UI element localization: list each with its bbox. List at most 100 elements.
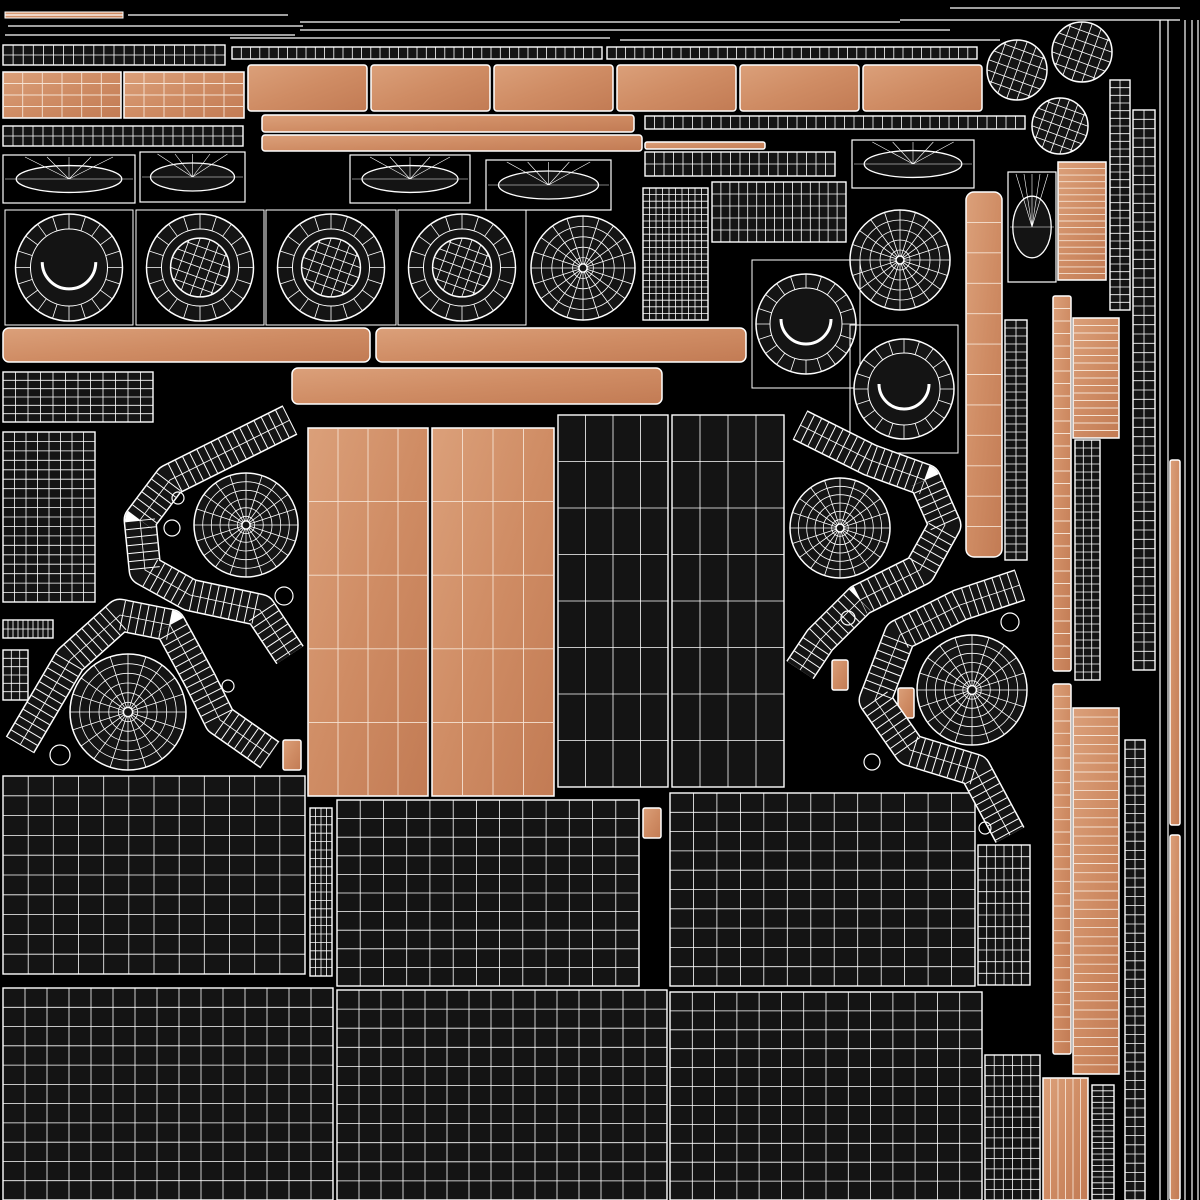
disc-left-2-ring xyxy=(98,682,158,742)
ring-cell-1-box xyxy=(4,209,134,326)
vertical-strip-wood-3 xyxy=(1052,295,1072,672)
vertical-strip-wood-7 xyxy=(1042,1077,1089,1200)
vertical-grid-3 xyxy=(1074,439,1101,681)
edge-lines-right xyxy=(1159,20,1199,1200)
grid-left-4 xyxy=(2,649,29,701)
vase-rim-4-box xyxy=(485,159,612,211)
grid-strip-e-grid xyxy=(654,116,1016,129)
wood-board-a-frame xyxy=(261,114,635,133)
wood-plank-row-4 xyxy=(370,64,491,112)
wood-panel-right-lines xyxy=(433,429,553,795)
vase-rim-vertical-mesh xyxy=(1010,173,1054,228)
small-circle-7 xyxy=(863,753,881,771)
bottom-grid-5 xyxy=(2,987,334,1200)
disc-right-2 xyxy=(916,634,1028,746)
ring-cell-1 xyxy=(4,209,134,326)
vertical-strip-wood-1-lines xyxy=(967,221,1001,528)
small-circle-5 xyxy=(1000,612,1020,632)
disc-top-1-hub xyxy=(578,263,588,273)
vertical-strip-wood-8-frame xyxy=(1169,459,1181,826)
ring-cell-2-segments xyxy=(146,214,254,321)
grid-strip-b xyxy=(231,46,603,60)
tube-right-2 xyxy=(858,569,1026,843)
vase-rim-3-box xyxy=(349,154,471,204)
wood-panel-left-lines xyxy=(309,429,427,795)
vertical-strip-wood-4-lines xyxy=(1074,325,1118,431)
radial-discs-layer xyxy=(4,21,1113,771)
bottom-grid-6-frame xyxy=(336,989,668,1200)
bottom-grid-4-grid xyxy=(978,845,1030,985)
tube-right-1-center xyxy=(799,424,946,671)
vase-rim-vertical-box xyxy=(1007,171,1057,283)
vase-rim-2-box xyxy=(139,151,246,203)
bottom-grid-4 xyxy=(977,844,1031,986)
vertical-strip-wood-1 xyxy=(965,191,1003,558)
vertical-strip-wood-9 xyxy=(1169,834,1181,1200)
vertical-grid-5-grid xyxy=(1005,320,1027,560)
bottom-grid-8 xyxy=(984,1054,1041,1200)
bottom-grid-strip xyxy=(309,807,333,977)
ring-cell-6-segments xyxy=(854,339,954,439)
vase-rim-1-mesh xyxy=(5,156,133,180)
bottom-grid-5-grid xyxy=(3,988,333,1200)
grid-mesh-top-2-grid xyxy=(712,182,846,242)
ring-cell-4-inner xyxy=(422,228,502,307)
dark-panel-2-grid xyxy=(672,415,784,787)
disc-top-2-ring xyxy=(889,249,911,271)
vase-rim-1 xyxy=(2,154,136,204)
sphere-2-mesh xyxy=(1051,21,1113,83)
tube-left-1-center xyxy=(139,419,291,656)
wood-board-b xyxy=(261,134,643,152)
bottom-grid-1 xyxy=(2,775,306,975)
disc-right-2-ring xyxy=(925,643,1019,737)
vertical-strip-wood-5-lines xyxy=(1074,716,1118,1066)
ring-cell-1-inner xyxy=(29,228,109,307)
vase-rim-3 xyxy=(349,154,471,204)
disc-right-2-hub xyxy=(966,684,978,696)
wood-plank-row-5-frame xyxy=(493,64,614,112)
disc-left-1-ring xyxy=(228,507,264,543)
wood-plank-row-5 xyxy=(493,64,614,112)
tube-left-2-center xyxy=(19,614,271,756)
vertical-grid-6-grid xyxy=(1092,1085,1114,1200)
bottom-grid-8-grid xyxy=(985,1055,1040,1200)
vertical-grid-2 xyxy=(1132,109,1156,671)
grid-mesh-top-2 xyxy=(711,181,847,243)
vertical-strip-wood-3-lines xyxy=(1054,308,1070,659)
long-board-2-frame xyxy=(375,327,747,363)
wood-plank-row-7 xyxy=(739,64,860,112)
wood-islands-layer xyxy=(2,11,1181,1200)
grid-strip-b-grid xyxy=(240,47,594,59)
disc-left-2-ring xyxy=(117,701,139,723)
small-circle-2 xyxy=(274,586,294,606)
ring-cell-2-cap xyxy=(169,237,231,298)
curved-tubes-layer xyxy=(5,405,1026,843)
wood-board-b-frame xyxy=(261,134,643,152)
bottom-grid-6 xyxy=(336,989,668,1200)
ring-cell-3-inner xyxy=(291,228,371,307)
wood-plank-row-8-frame xyxy=(862,64,983,112)
tube-left-2 xyxy=(5,598,280,769)
disc-right-1-ring xyxy=(831,519,849,537)
ring-cell-4-cap-mesh xyxy=(432,237,492,298)
bottom-grid-2-grid xyxy=(337,800,639,986)
vertical-strip-wood-8 xyxy=(1169,459,1181,826)
ring-cell-5-box xyxy=(751,259,861,389)
vertical-strip-wood-4 xyxy=(1072,317,1120,439)
small-circle-3 xyxy=(171,491,185,505)
grid-left-1 xyxy=(2,371,154,423)
sphere-1 xyxy=(986,39,1048,101)
wood-panel-left xyxy=(307,427,429,797)
ring-cell-3-segments xyxy=(277,214,385,321)
disc-left-2-ring xyxy=(79,663,177,761)
wood-plank-1-lines xyxy=(4,73,120,117)
grid-strip-f-grid xyxy=(645,152,835,176)
long-board-2 xyxy=(375,327,747,363)
bottom-grid-2 xyxy=(336,799,640,987)
wood-board-c xyxy=(644,141,766,150)
small-circle-1 xyxy=(163,519,181,537)
ring-cell-6-arc xyxy=(877,383,931,411)
wood-chip-2 xyxy=(831,659,849,691)
disc-top-2-ring xyxy=(879,239,921,281)
grid-mesh-top-grid xyxy=(643,188,708,320)
